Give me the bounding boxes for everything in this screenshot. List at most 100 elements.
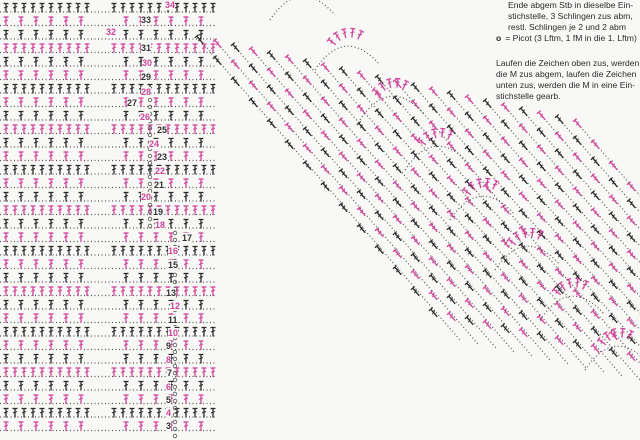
stitch-symbol (138, 340, 144, 350)
stitch-symbol (75, 124, 81, 134)
stitch-symbol (482, 200, 492, 211)
stitch-symbol (248, 63, 258, 74)
stitch-symbol (153, 232, 159, 242)
stitch-symbol (338, 134, 348, 145)
stitch-symbol (78, 299, 84, 310)
stitch-symbol (374, 159, 384, 170)
stitch-symbol (201, 286, 207, 296)
stitch-symbol (572, 322, 582, 333)
stitch-symbol (554, 114, 564, 125)
stitch-symbol (482, 166, 492, 177)
stitch-symbol (320, 164, 330, 175)
stitch-symbol (3, 299, 9, 310)
stitch-symbol (123, 340, 129, 350)
stitch-symbol (168, 151, 174, 161)
stitch-symbol (183, 340, 189, 350)
stitch-symbol (48, 83, 54, 94)
picot-marker (172, 384, 178, 390)
stitch-symbol (392, 197, 402, 208)
stitch-symbol (33, 29, 39, 40)
stitch-symbol (230, 76, 240, 87)
stitch-symbol (66, 245, 72, 256)
stitch-symbol (48, 110, 54, 121)
stitch-symbol (183, 70, 189, 80)
stitch-symbol (168, 97, 174, 107)
stitch-symbol (75, 205, 81, 215)
stitch-symbol (428, 154, 438, 165)
stitch-symbol (192, 407, 198, 418)
stitch-symbol (446, 311, 456, 322)
stitch-symbol (446, 243, 456, 254)
stitch-symbol (33, 218, 39, 229)
stitch-symbol (192, 83, 198, 94)
picot-icon: o (496, 33, 502, 43)
picot-marker (172, 237, 178, 243)
stitch-symbol (3, 83, 9, 94)
stitch-symbol (464, 247, 474, 258)
stitch-symbol (500, 187, 510, 198)
stitch-symbol (198, 380, 204, 391)
stitch-symbol (356, 189, 366, 200)
stitch-symbol (165, 164, 171, 175)
stitch-symbol (84, 205, 90, 215)
picot-marker (147, 160, 153, 166)
stitch-symbol (111, 83, 117, 94)
picot-marker (172, 363, 178, 369)
stitch-symbol (482, 115, 492, 126)
stitch-symbol (446, 260, 456, 271)
stitch-symbol (201, 164, 207, 175)
stitch-symbol (626, 283, 636, 294)
picot-marker (147, 209, 153, 215)
stitch-symbol (356, 87, 366, 98)
scallop-edge (314, 45, 381, 71)
stitch-symbol (500, 170, 510, 181)
stitch-symbol (120, 367, 126, 377)
picot-marker (147, 132, 153, 138)
stitch-symbol (147, 286, 153, 296)
stitch-symbol (168, 16, 174, 26)
stitch-symbol (3, 313, 9, 323)
stitch-symbol (183, 299, 189, 310)
stitch-symbol (123, 218, 129, 229)
stitch-symbol (30, 83, 36, 94)
stitch-symbol (192, 245, 198, 256)
stitch-symbol (554, 318, 564, 329)
stitch-symbol (183, 353, 189, 364)
row-number: 10 (168, 328, 179, 338)
stitch-symbol (590, 343, 600, 354)
stitch-symbol (138, 353, 144, 364)
stitch-symbol (572, 203, 582, 214)
stitch-symbol (153, 313, 159, 323)
stitch-symbol (123, 394, 129, 404)
row-number: 18 (155, 220, 166, 230)
stitch-symbol (192, 205, 198, 215)
row-number: 31 (141, 43, 152, 53)
picot-marker (172, 405, 178, 411)
stitch-symbol (572, 186, 582, 197)
stitch-symbol (3, 367, 9, 377)
stitch-symbol (464, 213, 474, 224)
stitch-symbol (84, 367, 90, 377)
stitch-symbol (410, 201, 420, 212)
stitch-symbol (48, 43, 54, 53)
stitch-symbol (518, 242, 528, 253)
stitch-symbol (356, 206, 366, 217)
stitch-symbol (183, 272, 189, 283)
stitch-symbol (536, 331, 546, 342)
stitch-symbol (554, 182, 564, 193)
row-number: 6 (166, 382, 172, 392)
stitch-symbol (153, 97, 159, 107)
stitch-symbol (536, 144, 546, 155)
stitch-symbol (210, 43, 216, 53)
stitch-symbol (138, 326, 144, 337)
stitch-symbol (183, 97, 189, 107)
picot-marker (147, 174, 153, 180)
stitch-symbol (416, 137, 427, 146)
stitch-symbol (123, 313, 129, 323)
picot-marker (172, 342, 178, 348)
stitch-symbol (12, 286, 18, 296)
stitch-symbol (123, 178, 129, 188)
stitch-symbol (168, 191, 174, 202)
stitch-symbol (183, 394, 189, 404)
stitch-symbol (63, 353, 69, 364)
